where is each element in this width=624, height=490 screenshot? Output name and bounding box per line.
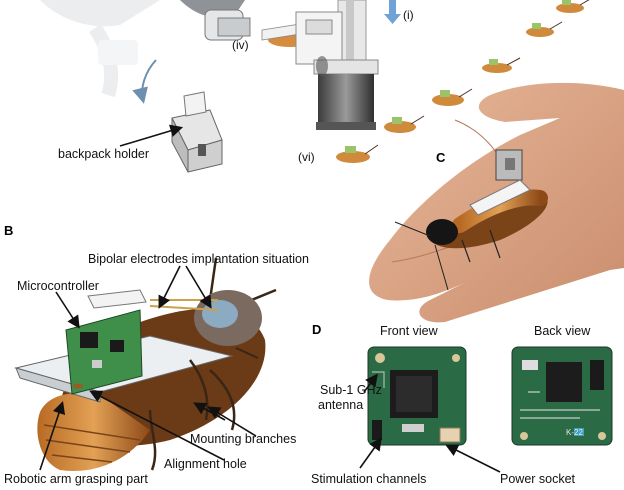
pcb-back-view bbox=[511, 346, 613, 446]
linear-actuator bbox=[295, 0, 379, 130]
panel-b-leaders bbox=[39, 265, 257, 471]
label-stimulation-channels: Stimulation channels bbox=[311, 472, 427, 486]
label-back-view: Back view bbox=[534, 324, 591, 338]
label-bipolar-electrodes: Bipolar electrodes implantation situatio… bbox=[88, 252, 309, 266]
robot-arm-faded bbox=[40, 0, 160, 98]
down-arrow bbox=[384, 0, 401, 24]
panel-label-d: D bbox=[312, 322, 322, 337]
panel-label-b: B bbox=[4, 223, 14, 238]
label-microcontroller: Microcontroller bbox=[17, 279, 99, 293]
label-alignment-hole: Alignment hole bbox=[164, 457, 247, 471]
panel-label-c: C bbox=[436, 150, 446, 165]
label-backpack-holder: backpack holder bbox=[58, 147, 150, 161]
backpack-holder bbox=[119, 59, 223, 173]
step-label-vi: (vi) bbox=[298, 150, 315, 164]
label-antenna: antenna bbox=[318, 398, 364, 412]
step-label-iv: (iv) bbox=[232, 38, 249, 52]
pcb-front-view bbox=[367, 346, 467, 446]
panel-d-leaders bbox=[359, 373, 501, 473]
label-sub-ghz: Sub-1 GHz bbox=[320, 383, 382, 397]
robot-gripper bbox=[180, 0, 312, 47]
cockroach-on-hand bbox=[394, 149, 548, 291]
pcb-silkscreen-text: K-22 bbox=[566, 428, 583, 437]
label-robotic-arm-grasping-part: Robotic arm grasping part bbox=[4, 472, 148, 486]
label-mounting-branches: Mounting branches bbox=[190, 432, 297, 446]
label-front-view: Front view bbox=[380, 324, 438, 338]
cockroach-sequence bbox=[336, 0, 590, 163]
step-label-i: (i) bbox=[403, 8, 414, 22]
label-power-socket: Power socket bbox=[500, 472, 576, 486]
